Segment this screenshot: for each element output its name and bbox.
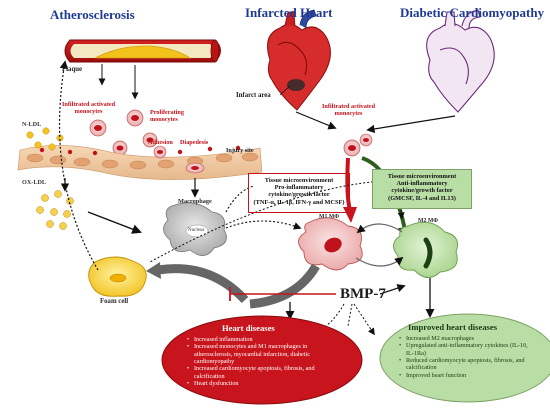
endothelium-band [17,145,263,180]
infiltrated-monocytes-right-label: Infiltrated activated monocytes [322,103,376,117]
nucleus-label: Nucleus [188,228,205,233]
infiltrated-monocytes-left-label: Infiltrated activated monocytes [62,101,116,115]
diabetic-heart [426,9,495,113]
proliferating-label: Proliferating monocytes [150,109,184,123]
improved-item: Upregulated anti-inflammatory cytokines … [399,342,536,357]
foam-cell [88,256,147,297]
improved-item: Improved heart function [399,372,536,380]
injury-site-label: Injury site [226,147,254,154]
plaque-label: Plaque [62,66,83,73]
atherosclerosis-title: Atherosclerosis [50,7,135,22]
bmp7-label: BMP-7 [340,286,386,302]
improved-list: Increased M2 macrophages Upregulated ant… [398,335,536,379]
monocyte-cluster [89,109,158,156]
m2-macrophage [393,221,459,278]
improved-item: Reduced cardiomyocyte apoptosis, fibrosi… [399,357,536,372]
infarcted-heart [267,9,331,111]
nldl-label: N-LDL [22,121,42,128]
m2-label: M2 MΦ [418,218,439,224]
pro-inflammatory-box: Tissue microenvironment Pro-inflammatory… [248,173,350,213]
diabetic-cardiomyopathy-title: Diabetic Cardiomyopathy [400,5,545,20]
macrophage [163,202,227,256]
heart-disease-item: Heart dysfunction [187,380,338,388]
improved-title: Improved heart diseases [408,322,498,332]
macrophage-label: Macrophage [178,198,212,205]
oxldl-particles [36,190,74,230]
infiltrated-monocytes-right [343,133,373,157]
oxldl-label: OX-LDL [22,179,47,186]
adhesion-label: Adhesion [148,139,173,146]
anti-inflammatory-box: Tissue microenvironment Anti-inflammator… [372,169,472,209]
diapedesis-label: Diapedesis [180,139,209,146]
heart-diseases-list: Increased inflammation Increased monocyt… [186,336,338,388]
heart-disease-item: Increased inflammation [187,336,338,344]
infarct-area-label: Infarct area [236,92,271,99]
heart-disease-item: Increased monocytes and M1 macrophages i… [187,343,338,365]
improved-item: Increased M2 macrophages [399,335,536,343]
heart-diseases-title: Heart diseases [222,323,275,333]
infarcted-heart-title: Infarcted Heart [245,5,333,20]
m1-label: M1 MΦ [319,214,340,220]
m1-macrophage [298,217,363,271]
blood-vessel [64,39,221,63]
heart-disease-item: Increased cardiomyocyte apoptosis, fibro… [187,365,338,380]
nldl-particles [26,127,64,151]
foam-cell-label: Foam cell [100,298,129,305]
